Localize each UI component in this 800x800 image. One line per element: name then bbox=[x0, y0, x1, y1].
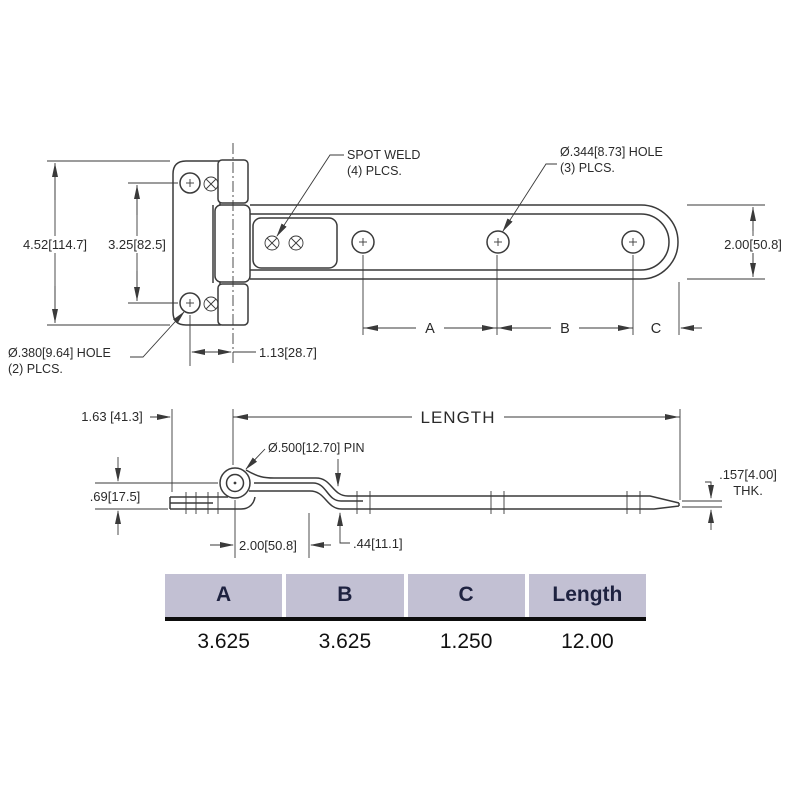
dim-overall-height: 4.52[114.7] bbox=[16, 160, 170, 326]
size-table-header-row: A B C Length bbox=[165, 574, 646, 617]
dim-thickness: .157[4.00] THK. bbox=[682, 467, 777, 530]
dim-pin-offset: 1.13[28.7] bbox=[189, 315, 317, 366]
dim-thickness-text-line1: .157[4.00] bbox=[719, 467, 777, 482]
hole-380-label-line1: Ø.380[9.64] HOLE bbox=[8, 346, 111, 360]
table-header-length: Length bbox=[528, 574, 646, 617]
strap-knuckle bbox=[214, 204, 251, 283]
callout-hole-344: Ø.344[8.73] HOLE (3) PLCS. bbox=[502, 145, 663, 232]
hinge-technical-drawing: 4.52[114.7] 3.25[82.5] 1.13[28.7] bbox=[8, 143, 790, 558]
dim-abc-spans: A B C bbox=[362, 255, 702, 337]
size-table-value-row: 3.625 3.625 1.250 12.00 bbox=[165, 630, 646, 654]
table-value-length: 12.00 bbox=[561, 630, 614, 653]
side-profile bbox=[169, 467, 680, 514]
table-header-b: B bbox=[286, 574, 404, 617]
side-view: 1.63 [41.3] LENGTH Ø.500[12.70] PIN .69[… bbox=[81, 406, 777, 558]
dim-offset-height: .44[11.1] bbox=[335, 459, 403, 551]
dim-pin-to-offset: 2.00[50.8] bbox=[210, 500, 331, 558]
dim-leaf-height: .69[17.5] bbox=[90, 457, 218, 535]
table-header-a: A bbox=[165, 574, 283, 617]
span-a-label: A bbox=[425, 321, 435, 337]
dim-end-to-pin: 1.63 [41.3] bbox=[81, 409, 173, 492]
dim-hole-spacing: 3.25[82.5] bbox=[103, 182, 178, 304]
pin-label: Ø.500[12.70] PIN bbox=[268, 441, 365, 455]
table-value-c: 1.250 bbox=[439, 630, 493, 653]
bracket-plate bbox=[172, 160, 221, 326]
dim-length-text: LENGTH bbox=[421, 408, 496, 427]
table-value-b: 3.625 bbox=[318, 630, 372, 653]
hole-344-label-line2: (3) PLCS. bbox=[560, 161, 615, 175]
table-value-a: 3.625 bbox=[197, 630, 250, 653]
dim-leaf-height-text: .69[17.5] bbox=[90, 489, 141, 504]
dim-thickness-text-line2: THK. bbox=[733, 483, 763, 498]
size-table: A B C Length 3.625 3.625 1.250 12.00 bbox=[165, 574, 646, 654]
dim-end-to-pin-text: 1.63 [41.3] bbox=[81, 409, 142, 424]
dim-overall-height-text: 4.52[114.7] bbox=[23, 237, 87, 252]
dim-hole-spacing-text: 3.25[82.5] bbox=[108, 237, 166, 252]
hinge-pin bbox=[225, 473, 245, 493]
span-b-label: B bbox=[560, 321, 570, 337]
dim-pin-to-offset-text: 2.00[50.8] bbox=[239, 538, 297, 553]
spot-weld-label-line1: SPOT WELD bbox=[347, 148, 420, 162]
spot-weld-label-line2: (4) PLCS. bbox=[347, 164, 402, 178]
spot-weld-symbols bbox=[203, 176, 304, 312]
hidden-hole-ticks bbox=[185, 491, 641, 514]
table-separator-line bbox=[165, 617, 646, 621]
top-view: 4.52[114.7] 3.25[82.5] 1.13[28.7] bbox=[8, 143, 790, 376]
strap bbox=[214, 204, 679, 283]
dim-length: LENGTH bbox=[232, 406, 681, 500]
table-header-c: C bbox=[407, 574, 525, 617]
strap-holes bbox=[351, 230, 645, 254]
plate-holes bbox=[179, 172, 201, 314]
callout-spot-weld: SPOT WELD (4) PLCS. bbox=[276, 148, 420, 237]
callout-hole-380: Ø.380[9.64] HOLE (2) PLCS. bbox=[8, 311, 185, 376]
dim-strap-width: 2.00[50.8] bbox=[687, 204, 790, 280]
span-c-label: C bbox=[651, 321, 661, 337]
hole-380-label-line2: (2) PLCS. bbox=[8, 362, 63, 376]
callout-pin: Ø.500[12.70] PIN bbox=[245, 441, 365, 470]
dim-strap-width-text: 2.00[50.8] bbox=[724, 237, 782, 252]
dim-offset-height-text: .44[11.1] bbox=[353, 536, 403, 551]
dim-pin-offset-text: 1.13[28.7] bbox=[259, 345, 317, 360]
hole-344-label-line1: Ø.344[8.73] HOLE bbox=[560, 145, 663, 159]
weld-pad bbox=[252, 217, 338, 269]
